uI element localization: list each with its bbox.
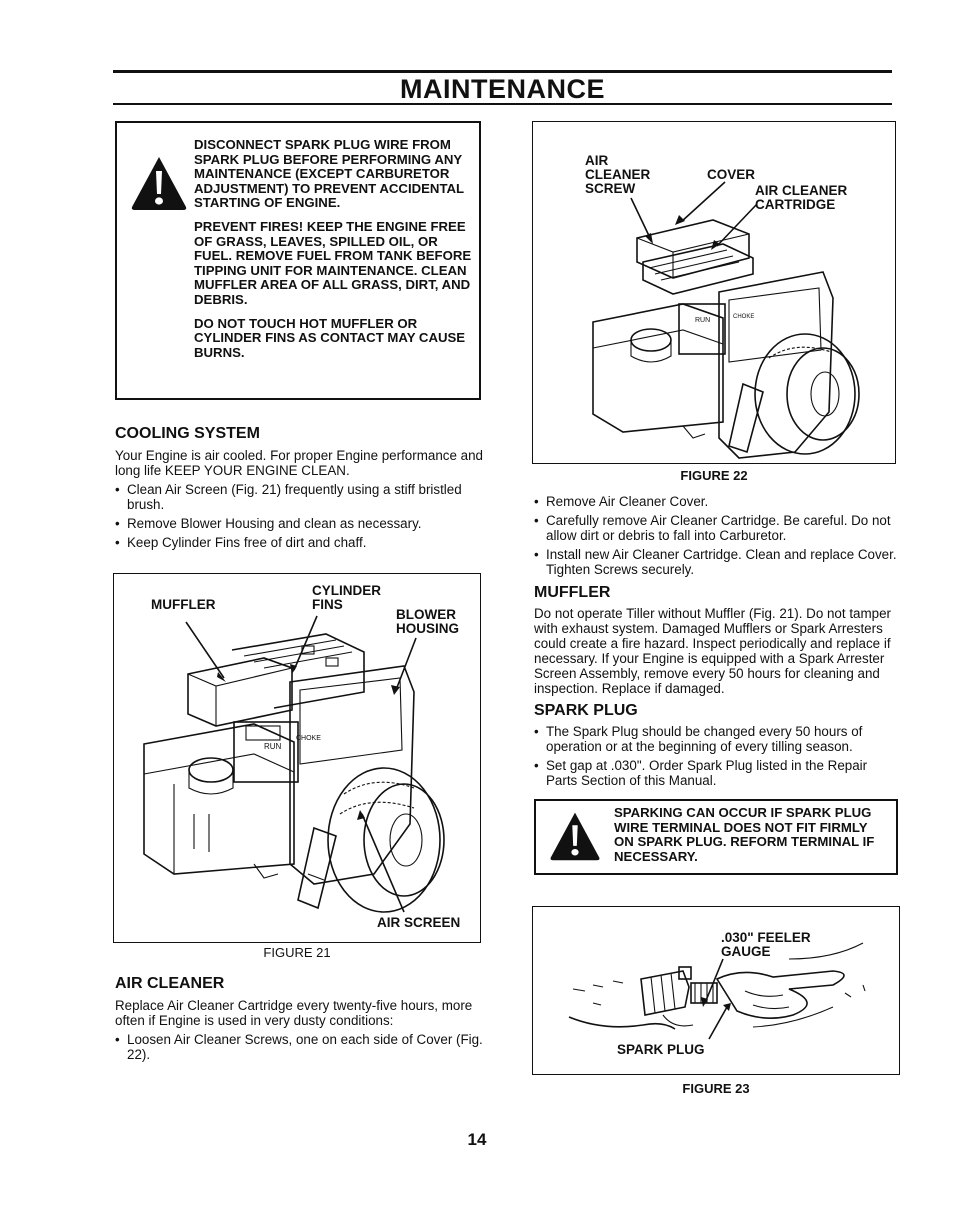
spark-plug-label: SPARK PLUG: [617, 1042, 705, 1057]
air-cleaner-body: Replace Air Cleaner Cartridge every twen…: [115, 998, 483, 1066]
svg-text:RUN: RUN: [695, 317, 710, 324]
svg-text:RUN: RUN: [264, 742, 282, 751]
air-cleaner-intro: Replace Air Cleaner Cartridge every twen…: [115, 998, 473, 1028]
warning-paragraph: PREVENT FIRES! KEEP THE ENGINE FREE OF G…: [194, 218, 472, 307]
spark-plug-gauge-illustration: [568, 942, 866, 1040]
air-cleaner-heading: AIR CLEANER: [115, 975, 225, 992]
air-cleaner-illustration: RUN CHOKE: [592, 181, 860, 459]
muffler-text: Do not operate Tiller without Muffler (F…: [534, 606, 891, 696]
cover-label: COVER: [707, 167, 756, 182]
list-item: Install new Air Cleaner Cartridge. Clean…: [534, 547, 898, 577]
warning-bottom-text: SPARKING CAN OCCUR IF SPARK PLUG WIRE TE…: [614, 805, 875, 864]
page-number: 14: [467, 1130, 487, 1149]
top-rule: [113, 70, 892, 73]
svg-text:CHOKE: CHOKE: [296, 735, 321, 742]
warning-paragraph: DISCONNECT SPARK PLUG WIRE FROM SPARK PL…: [194, 137, 464, 211]
spark-plug-body: The Spark Plug should be changed every 5…: [534, 724, 898, 792]
feeler-gauge-label: .030" FEELER GAUGE: [721, 930, 811, 959]
air-screen-label: AIR SCREEN: [377, 915, 461, 930]
warning-triangle-icon: [550, 812, 600, 861]
air-cleaner-continued: Remove Air Cleaner Cover. Carefully remo…: [534, 494, 898, 581]
list-item: The Spark Plug should be changed every 5…: [534, 724, 898, 754]
figure-23-box: .030" FEELER GAUGE SPARK PLUG: [532, 906, 900, 1075]
list-item: Remove Blower Housing and clean as neces…: [115, 516, 483, 531]
blower-housing-label: BLOWER HOUSING: [396, 607, 460, 636]
figure-21-caption: FIGURE 21: [263, 945, 331, 960]
figure-21-box: MUFFLER CYLINDER FINS BLOWER HOUSING AIR…: [113, 573, 481, 943]
air-cleaner-cartridge-label: AIR CLEANER CARTRIDGE: [755, 183, 848, 212]
cylinder-fins-label: CYLINDER FINS: [312, 583, 382, 612]
warning-triangle-icon: [131, 157, 187, 210]
muffler-heading: MUFFLER: [534, 584, 611, 601]
air-cleaner-screw-label: AIR CLEANER SCREW: [585, 153, 651, 196]
spark-plug-heading: SPARK PLUG: [534, 702, 638, 719]
cooling-system-intro: Your Engine is air cooled. For proper En…: [115, 448, 483, 478]
list-item: Carefully remove Air Cleaner Cartridge. …: [534, 513, 898, 543]
cooling-system-heading: COOLING SYSTEM: [115, 425, 260, 442]
page-title: MAINTENANCE: [400, 74, 605, 104]
engine-illustration: RUN CHOKE: [143, 615, 445, 913]
muffler-label: MUFFLER: [151, 597, 216, 612]
warning-box-top: DISCONNECT SPARK PLUG WIRE FROM SPARK PL…: [115, 121, 481, 400]
figure-22-caption: FIGURE 22: [680, 468, 748, 483]
list-item: Loosen Air Cleaner Screws, one on each s…: [115, 1032, 483, 1062]
figure-23-caption: FIGURE 23: [682, 1081, 750, 1096]
list-item: Set gap at .030". Order Spark Plug liste…: [534, 758, 898, 788]
list-item: Keep Cylinder Fins free of dirt and chaf…: [115, 535, 483, 550]
warning-box-bottom: SPARKING CAN OCCUR IF SPARK PLUG WIRE TE…: [534, 799, 898, 875]
list-item: Clean Air Screen (Fig. 21) frequently us…: [115, 482, 483, 512]
svg-text:CHOKE: CHOKE: [733, 314, 754, 320]
warning-paragraph: DO NOT TOUCH HOT MUFFLER OR CYLINDER FIN…: [194, 315, 466, 360]
cooling-system-body: Your Engine is air cooled. For proper En…: [115, 448, 483, 554]
title-rule: [113, 103, 892, 105]
list-item: Remove Air Cleaner Cover.: [534, 494, 898, 509]
figure-22-box: AIR CLEANER SCREW COVER AIR CLEANER CART…: [532, 121, 896, 464]
